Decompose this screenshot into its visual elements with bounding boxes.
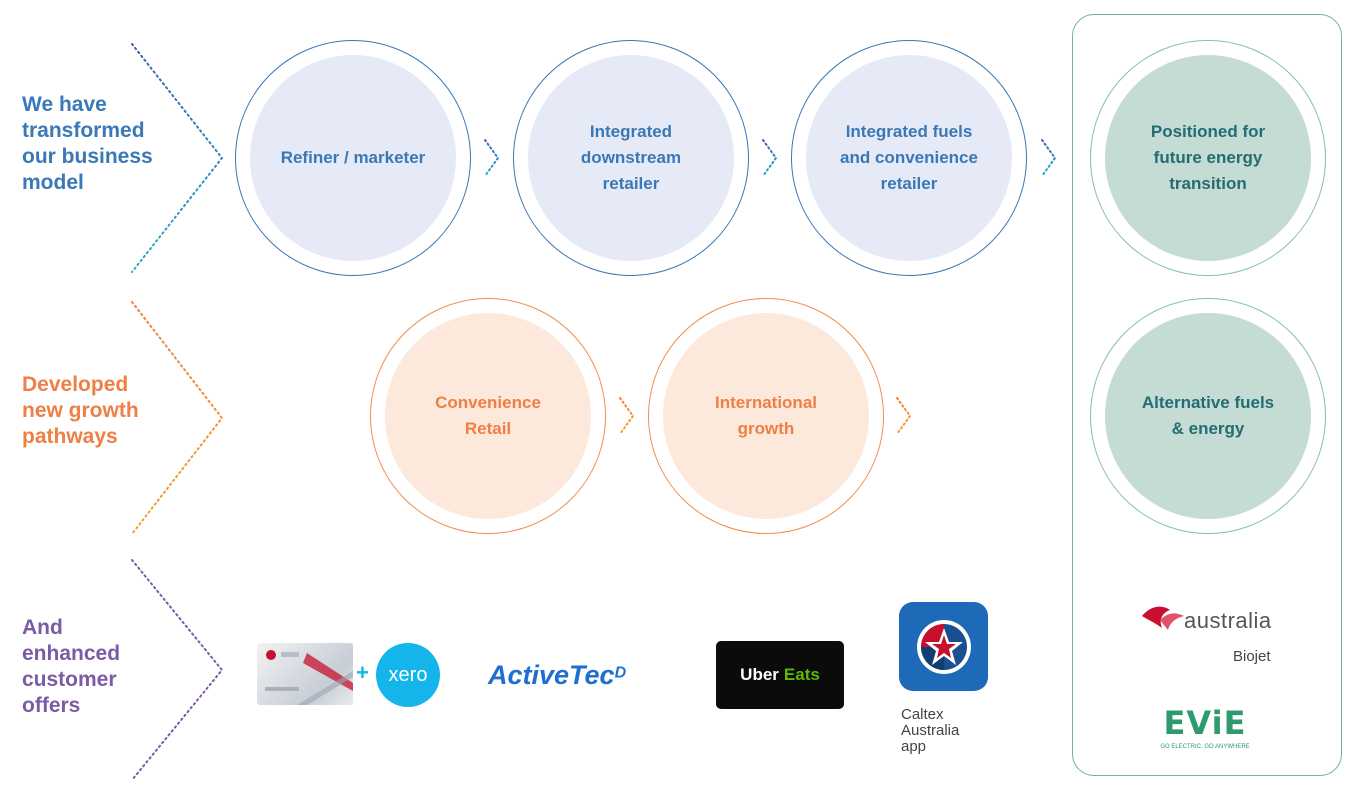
- uber-eats-logo: Uber Eats: [716, 641, 844, 709]
- stage-future-energy-transition: Positioned for future energy transition: [1090, 40, 1326, 276]
- activetec-superscript: D: [614, 664, 627, 682]
- row-title-offers: And enhanced customer offers: [22, 616, 121, 717]
- evie-wordmark: EViE: [1163, 704, 1247, 742]
- caltex-app-icon: [899, 602, 988, 691]
- chevron-4: [619, 397, 635, 435]
- row-title-growth: Developed new growth pathways: [22, 373, 139, 448]
- xero-wordmark: xero: [388, 663, 428, 686]
- bracket-growth: [131, 301, 224, 535]
- stage-international-growth: International growth: [648, 298, 884, 534]
- stage-integrated-fuels-convenience: Integrated fuels and convenience retaile…: [791, 40, 1027, 276]
- virgin-australia-logo: australia: [1140, 600, 1290, 640]
- future-energy-panel: [1072, 14, 1342, 776]
- chevron-1: [484, 139, 500, 177]
- chevron-3: [1041, 139, 1057, 177]
- caltex-star-icon: [916, 619, 971, 674]
- stage-alternative-fuels: Alternative fuels & energy: [1090, 298, 1326, 534]
- activetec-logo: ActiveTecD: [488, 660, 626, 691]
- bracket-transformed: [131, 43, 224, 273]
- xero-logo: xero: [376, 643, 440, 707]
- evie-tagline: GO ELECTRIC. GO ANYWHERE: [1160, 744, 1250, 750]
- evie-logo: EViE GO ELECTRIC. GO ANYWHERE: [1150, 706, 1260, 756]
- stage-integrated-downstream: Integrated downstream retailer: [513, 40, 749, 276]
- plus-sign: +: [356, 660, 369, 685]
- uber-wordmark: Uber: [740, 665, 779, 684]
- stage-convenience-retail: Convenience Retail: [370, 298, 606, 534]
- eats-wordmark: Eats: [783, 665, 820, 684]
- card-chip-icon: [265, 650, 353, 705]
- chevron-2: [762, 139, 778, 177]
- caltex-app-caption: Caltex Australia app: [901, 706, 960, 755]
- chevron-5: [896, 397, 912, 435]
- activetec-wordmark: ActiveTec: [488, 660, 615, 690]
- row-title-transformed: We have transformed our business model: [22, 93, 153, 194]
- virgin-caption: Biojet: [1233, 648, 1271, 665]
- stage-refiner-marketer: Refiner / marketer: [235, 40, 471, 276]
- bracket-offers: [131, 559, 224, 781]
- virgin-swoosh-icon: [1142, 606, 1184, 630]
- caltex-card-image: [257, 643, 353, 705]
- virgin-wordmark: australia: [1184, 608, 1272, 633]
